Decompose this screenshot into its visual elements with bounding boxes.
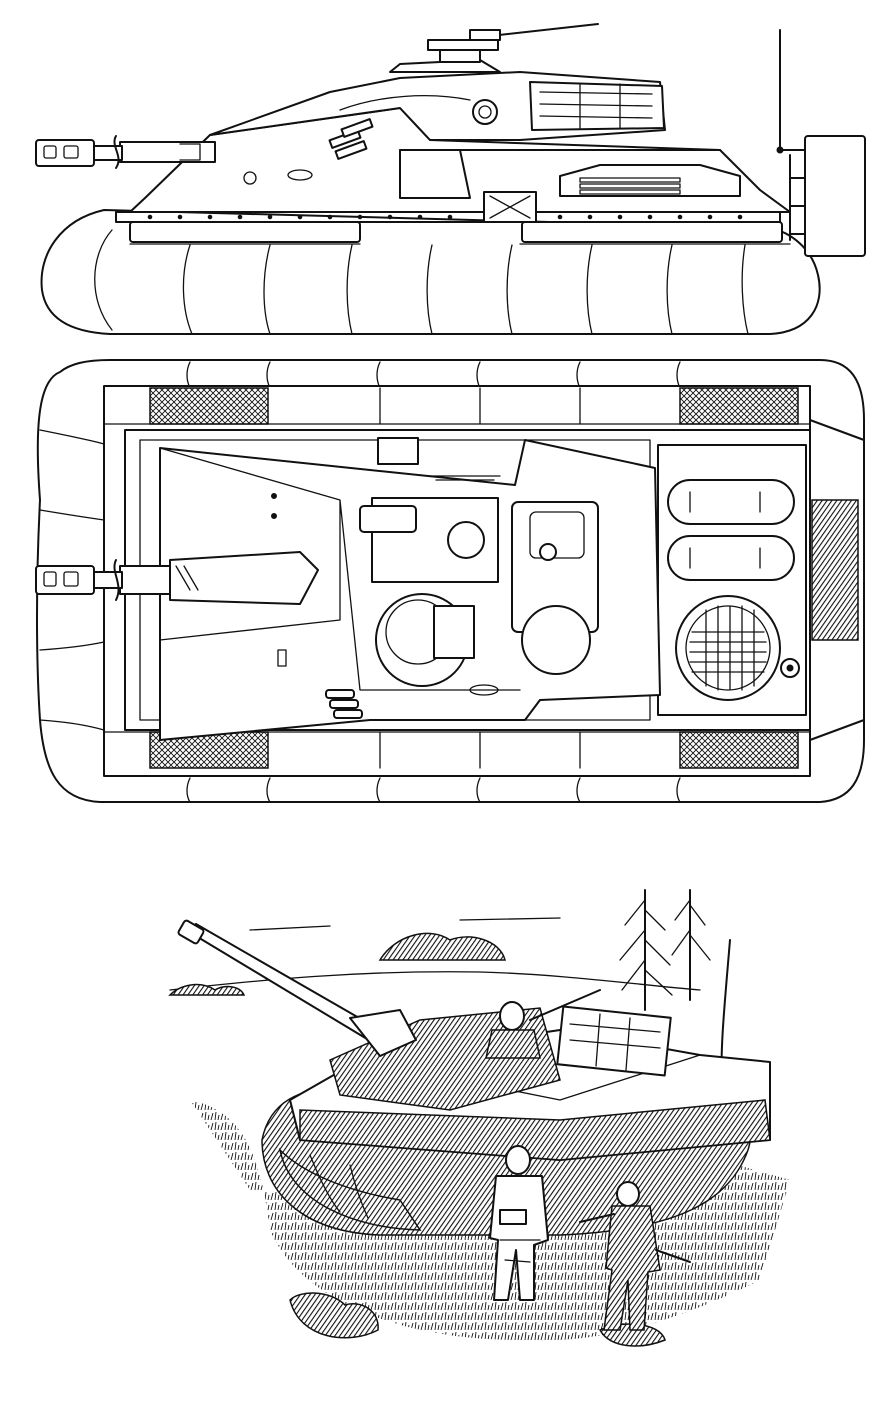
main-gun-plan bbox=[35, 551, 319, 605]
cupola-machine-gun bbox=[427, 23, 599, 63]
turret-plan bbox=[159, 437, 661, 741]
background-terrain bbox=[168, 917, 701, 996]
top-plan-view bbox=[35, 359, 865, 803]
engine-deck bbox=[657, 444, 807, 716]
scene-main-gun bbox=[177, 919, 417, 1057]
field-scene-illustration bbox=[168, 889, 790, 1347]
side-elevation-view bbox=[35, 23, 866, 335]
scene-vehicle bbox=[261, 1005, 771, 1236]
hull-side bbox=[129, 107, 791, 223]
soldier-left bbox=[489, 1145, 549, 1301]
exhaust-grille bbox=[579, 177, 681, 195]
smoke-launchers-plan bbox=[325, 689, 363, 719]
smoke-launchers bbox=[328, 118, 374, 160]
rear-fan-housing bbox=[776, 29, 866, 257]
commander-figure bbox=[485, 989, 601, 1059]
soldier-right bbox=[579, 1181, 691, 1331]
main-gun-side bbox=[35, 135, 216, 169]
side-rails bbox=[115, 211, 783, 243]
